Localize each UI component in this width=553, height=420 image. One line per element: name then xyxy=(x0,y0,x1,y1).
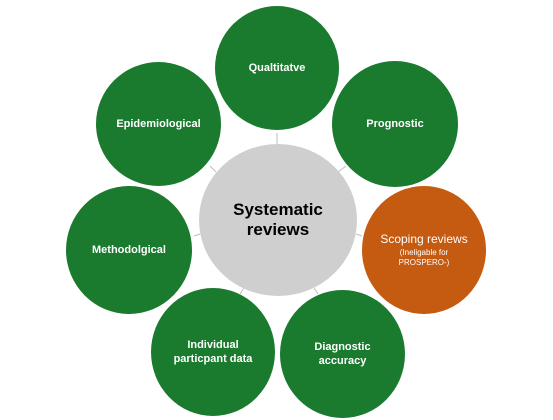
node-epidemiological: Epidemiological xyxy=(96,62,221,186)
node-diagnostic-accuracy: Diagnostic accuracy xyxy=(280,290,405,418)
connector-methodological xyxy=(193,233,201,237)
node-prognostic: Prognostic xyxy=(332,61,458,187)
connector-scoping xyxy=(355,233,363,237)
node-systematic-reviews: Systematic reviews xyxy=(199,144,357,296)
node-scoping-note: (Ineligable for PROSPERO-) xyxy=(398,248,450,267)
node-individual-label: Individual particpant data xyxy=(173,339,253,365)
node-individual-participant-data: Individual particpant data xyxy=(151,288,275,416)
node-qualitative: Qualtitatve xyxy=(215,6,339,130)
center-label: Systematic reviews xyxy=(233,200,323,239)
connector-individual xyxy=(239,287,245,295)
connector-prognostic xyxy=(337,165,347,173)
connector-diagnostic xyxy=(313,287,319,295)
node-diagnostic-label: Diagnostic accuracy xyxy=(314,341,371,367)
connector-epidemiological xyxy=(209,165,217,173)
node-methodological: Methodolgical xyxy=(66,186,192,314)
node-scoping-label: Scoping reviews xyxy=(380,232,468,246)
node-prognostic-label: Prognostic xyxy=(366,118,424,130)
node-qualitative-label: Qualtitatve xyxy=(248,62,306,74)
node-scoping-reviews: Scoping reviews (Ineligable for PROSPERO… xyxy=(362,186,486,314)
node-methodological-label: Methodolgical xyxy=(92,244,166,256)
node-epidemiological-label: Epidemiological xyxy=(116,118,201,130)
